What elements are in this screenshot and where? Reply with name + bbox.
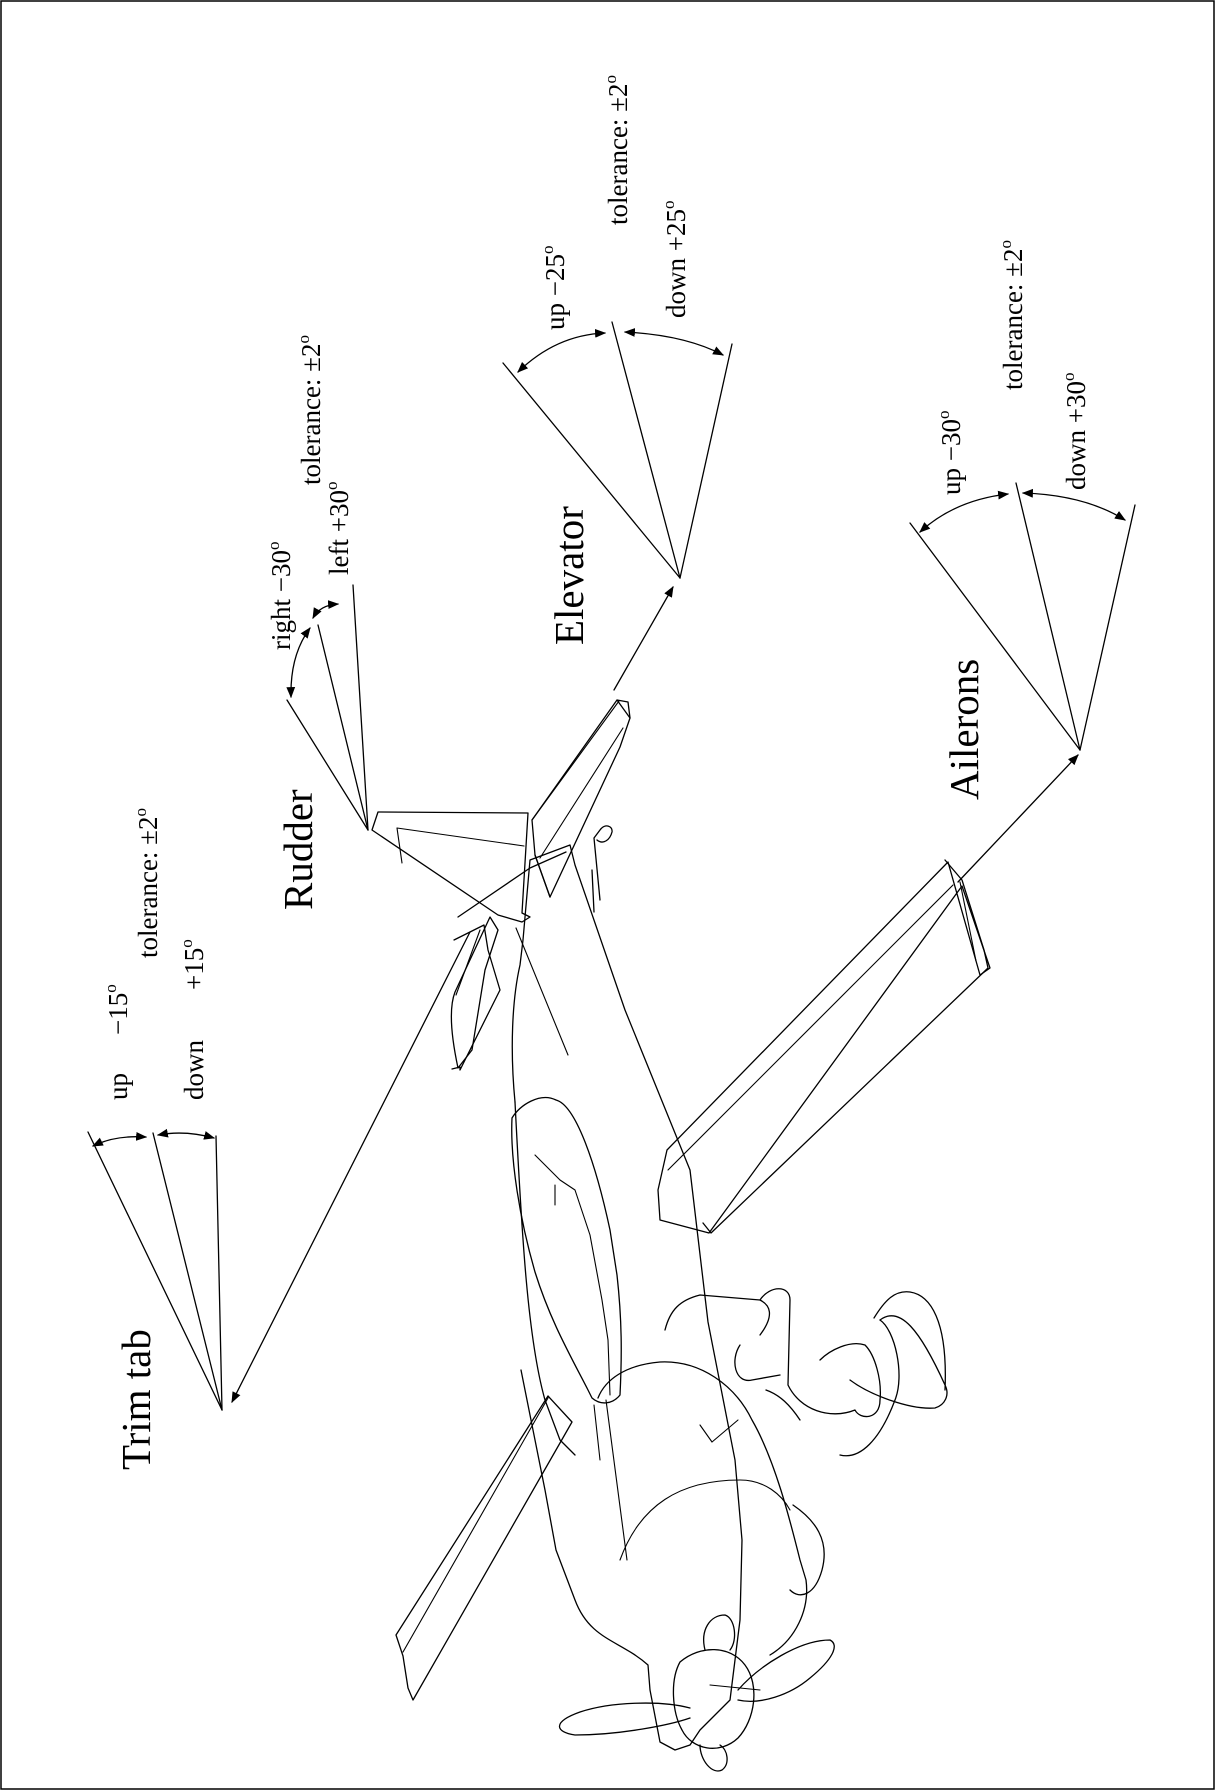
trim-tab-down-value: +15o (177, 939, 209, 990)
ailerons-label: Ailerons (941, 659, 987, 800)
elevator-up-arrow (517, 329, 607, 373)
airplane-drawing (371, 699, 991, 1772)
trim-tab-leader-arrow (231, 931, 471, 1403)
ailerons-down-label: down +30o (1059, 373, 1091, 490)
ailerons-up-arrow (919, 490, 1010, 533)
leader-lines (231, 586, 1079, 1403)
rudder-label: Rudder (275, 789, 321, 910)
rudder-left-arrow (312, 600, 340, 619)
elevator-deflection-fan (502, 321, 733, 579)
trim-tab-deflection-fan (87, 1128, 223, 1411)
rudder-tolerance: tolerance: ±2o (294, 335, 326, 485)
trim-tab-down-arrow (156, 1128, 216, 1140)
trim-tab-label: Trim tab (113, 1329, 159, 1470)
ailerons-up-label: up −30o (934, 411, 966, 495)
trim-tab-down-label: down (179, 1040, 209, 1100)
ailerons-tolerance: tolerance: ±2o (996, 240, 1028, 390)
rudder-deflection-fan (286, 584, 369, 831)
ailerons-leader-arrow (957, 754, 1079, 883)
trim-tab-up-value: −15o (101, 984, 133, 1035)
elevator-label: Elevator (546, 506, 592, 645)
elevator-down-label: down +25o (659, 201, 691, 318)
trim-tab-up-arrow (92, 1131, 148, 1147)
ailerons-deflection-fan (909, 482, 1136, 751)
elevator-tolerance: tolerance: ±2o (601, 75, 633, 225)
elevator-leader-arrow (613, 586, 674, 691)
rudder-right-label: right −30o (264, 542, 296, 650)
trim-tab-tolerance: tolerance: ±2o (131, 808, 163, 958)
ailerons-down-arrow (1021, 488, 1126, 521)
trim-tab-up-label: up (103, 1073, 133, 1100)
rudder-right-arrow (286, 627, 311, 699)
rudder-left-label: left +30o (322, 482, 354, 575)
elevator-down-arrow (623, 328, 724, 356)
elevator-up-label: up −25o (538, 246, 570, 330)
